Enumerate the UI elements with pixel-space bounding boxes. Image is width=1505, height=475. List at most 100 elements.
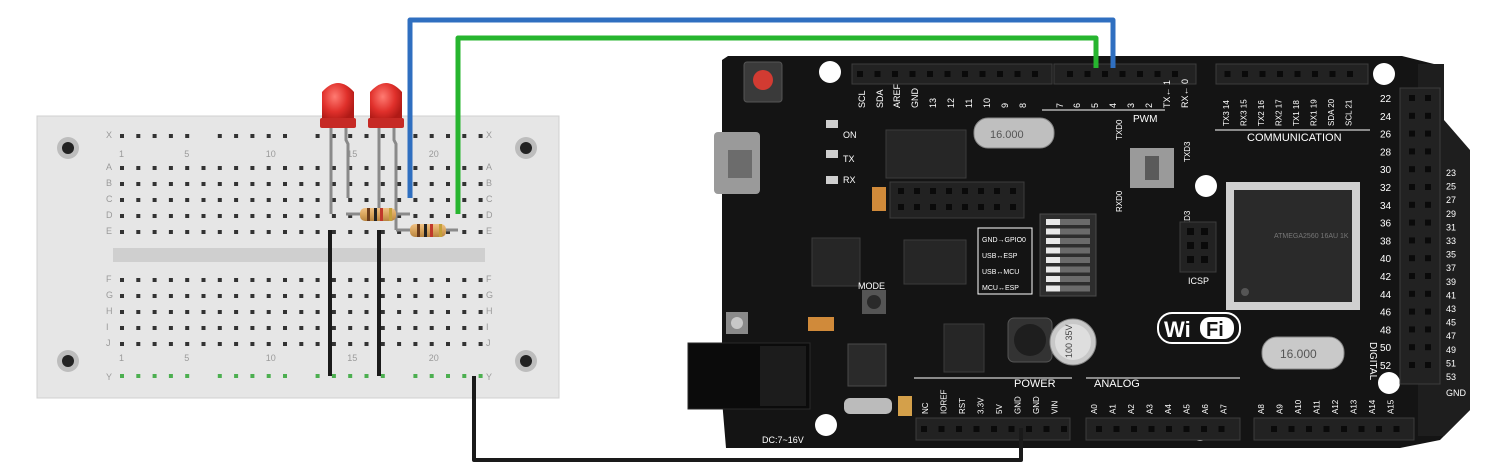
rail-hole-bottom <box>283 374 287 378</box>
mounting-hole <box>1378 372 1400 394</box>
header-label: 10 <box>982 98 992 108</box>
header-pin <box>1409 95 1415 101</box>
breadboard-hole <box>234 182 239 186</box>
breadboard-hole <box>478 182 483 186</box>
breadboard-hole <box>217 278 222 282</box>
comm-label: TX3 14 <box>1222 100 1231 126</box>
row-letter: C <box>486 194 493 204</box>
breadboard-hole <box>413 342 418 346</box>
breadboard-hole <box>217 198 222 202</box>
power-pin-label: IOREF <box>940 389 949 414</box>
header-pin <box>1425 290 1431 297</box>
top-header-3 <box>1215 63 1369 85</box>
header-pin <box>1014 71 1021 77</box>
breadboard-hole <box>446 342 450 346</box>
header-pin <box>921 426 927 432</box>
breadboard-hole <box>446 310 450 314</box>
header-label: SCL <box>857 90 867 108</box>
icsp-label: ICSP <box>1188 276 1209 286</box>
breadboard-hole <box>168 230 173 234</box>
breadboard-hole <box>348 198 353 202</box>
breadboard-hole <box>250 166 255 170</box>
rail-hole-bottom <box>250 374 255 378</box>
breadboard-hole <box>462 230 467 234</box>
header-label: TX← 1 <box>1162 80 1172 108</box>
rail-hole-top <box>250 134 255 138</box>
row-letter: H <box>106 306 113 316</box>
header-pin <box>1347 71 1353 77</box>
analog-pin-label: A11 <box>1313 400 1322 414</box>
breadboard-hole <box>397 214 402 218</box>
status-led-label: RX <box>843 175 856 185</box>
row-letter: F <box>486 274 492 284</box>
row-letter: E <box>106 226 112 236</box>
header-pin <box>1425 219 1431 226</box>
analog-pin-label: A14 <box>1368 399 1377 414</box>
crystal-bottom <box>1261 336 1345 370</box>
header-label: 9 <box>1000 103 1010 108</box>
breadboard-hole <box>201 278 206 282</box>
header-pin <box>1187 256 1194 263</box>
header-pin <box>1102 71 1108 77</box>
breadboard-hole <box>250 326 255 330</box>
breadboard-holes <box>120 166 483 346</box>
breadboard-hole <box>250 278 255 282</box>
header-pin <box>978 188 984 194</box>
dip-switch-lever[interactable] <box>1046 228 1090 235</box>
column-number: 1 <box>119 353 124 363</box>
reset-button-cap[interactable] <box>753 70 773 90</box>
rail-hole-top <box>217 134 222 138</box>
breadboard-hole <box>283 310 287 314</box>
breadboard-hole <box>120 278 124 282</box>
breadboard-hole <box>364 166 369 170</box>
header-pin <box>1409 326 1415 333</box>
dip-switch-lever[interactable] <box>1046 285 1090 292</box>
header-pin <box>909 71 916 77</box>
header-pin <box>962 204 968 210</box>
row-letter: A <box>486 162 492 172</box>
breadboard-hole <box>185 342 190 346</box>
right-pin-label: 34 <box>1380 201 1392 212</box>
breadboard-hole <box>217 326 222 330</box>
dip-switch-lever[interactable] <box>1046 276 1090 282</box>
mounting-hole <box>815 414 837 436</box>
dip-switch[interactable] <box>1039 213 1097 297</box>
breadboard-hole <box>331 198 336 202</box>
breadboard-hole <box>348 166 353 170</box>
header-pin <box>1242 71 1248 77</box>
header-pin <box>1113 426 1120 432</box>
breadboard-hole <box>380 342 385 346</box>
header-pin <box>991 426 997 432</box>
top-header-pins <box>857 71 1353 77</box>
breadboard-hole <box>299 342 304 346</box>
right-pin-label: 40 <box>1380 254 1392 265</box>
comm-label: RX2 17 <box>1275 99 1284 126</box>
breadboard-hole <box>201 166 206 170</box>
rail-hole-top <box>266 134 271 138</box>
right-pin-label: 41 <box>1446 290 1456 300</box>
breadboard-hole <box>364 230 369 234</box>
rail-hole-top <box>413 134 418 138</box>
breadboard-hole <box>397 326 402 330</box>
comm-label: TX2 16 <box>1257 100 1266 126</box>
mode-label: MODE <box>858 281 885 291</box>
right-pin-label: 49 <box>1446 345 1456 355</box>
dip-switch-lever[interactable] <box>1046 238 1090 244</box>
breadboard-hole <box>364 198 369 202</box>
breadboard-hole <box>266 214 271 218</box>
dip-switch-lever[interactable] <box>1046 257 1090 263</box>
breadboard-hole <box>315 294 320 298</box>
wires <box>328 17 1116 462</box>
dip-switch-lever[interactable] <box>1046 219 1090 225</box>
header-pin <box>874 71 881 77</box>
rail-hole-bottom <box>152 374 157 378</box>
breadboard-hole <box>234 198 239 202</box>
svg-text:Wi: Wi <box>1164 317 1191 342</box>
dip-switch-lever[interactable] <box>1046 247 1090 254</box>
dip-switch-lever[interactable] <box>1046 266 1090 273</box>
crystal-top <box>973 117 1055 149</box>
switch-label: GND→GPIO0 <box>982 237 1026 244</box>
breadboard-hole <box>136 310 141 314</box>
row-letter: H <box>486 306 493 316</box>
breadboard-hole <box>429 278 434 282</box>
